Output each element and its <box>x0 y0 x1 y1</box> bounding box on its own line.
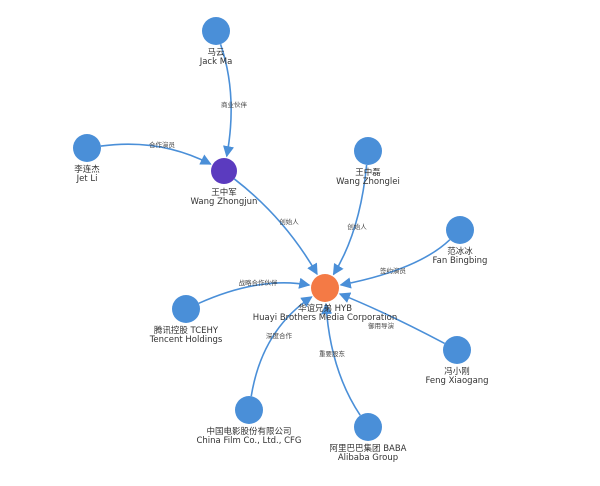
node-label-en: Tencent Holdings <box>149 335 223 345</box>
node-circle[interactable] <box>354 137 382 165</box>
node-circle[interactable] <box>172 295 200 323</box>
edge-cfg-to-huayi <box>250 296 313 397</box>
node-label-cn: 马云 <box>207 48 225 58</box>
edge-wangzj-to-huayi <box>233 178 318 276</box>
node-label-en: Huayi Brothers Media Corporation <box>253 313 397 323</box>
node-circle[interactable] <box>202 17 230 45</box>
node-label-cn: 中国电影股份有限公司 <box>206 426 291 437</box>
node-label-cn: 王中磊 <box>355 167 381 178</box>
node-label-en: Wang Zhongjun <box>191 197 258 207</box>
node-circle[interactable] <box>235 396 263 424</box>
edge-label: 深度合作 <box>266 331 293 340</box>
node-label-en: Jack Ma <box>199 57 233 67</box>
node-label-en: Wang Zhonglei <box>336 177 400 187</box>
node-label-cn: 阿里巴巴集团 BABA <box>330 443 407 454</box>
edge-alibaba-to-huayi <box>320 302 361 416</box>
edge-label: 创始人 <box>279 217 299 226</box>
edge-fanbb-to-huayi <box>339 239 451 289</box>
edge-wangzl-to-huayi <box>332 164 368 276</box>
node-label-cn: 王中军 <box>211 187 237 198</box>
node-circle[interactable] <box>354 413 382 441</box>
node-label-en: Fan Bingbing <box>433 256 488 266</box>
node-label-cn: 冯小刚 <box>444 366 470 377</box>
edge-label: 重要股东 <box>319 349 346 358</box>
node-circle[interactable] <box>446 216 474 244</box>
edge-label: 战略合作伙伴 <box>239 278 279 287</box>
edges-layer <box>100 43 451 416</box>
edge-label: 合作演员 <box>149 140 176 149</box>
node-label-cn: 李连杰 <box>74 164 100 175</box>
edge-tencent-to-huayi <box>198 277 311 305</box>
node-circle[interactable] <box>73 134 101 162</box>
node-label-en: Feng Xiaogang <box>425 376 488 386</box>
node-label-cn: 华谊兄弟 HYB <box>298 303 352 314</box>
edge-jackma-to-wangzj <box>219 43 235 158</box>
edge-fengxg-to-huayi <box>338 292 445 345</box>
edge-jetli-to-wangzj <box>100 143 212 165</box>
edge-label: 签约演员 <box>380 266 407 275</box>
edge-label: 商业伙伴 <box>221 100 248 109</box>
node-label-en: China Film Co., Ltd., CFG <box>196 436 301 446</box>
node-circle[interactable] <box>311 274 339 302</box>
node-label-en: Alibaba Group <box>338 453 398 463</box>
node-label-cn: 腾讯控股 TCEHY <box>154 325 219 336</box>
node-label-en: Jet Li <box>76 174 98 184</box>
node-circle[interactable] <box>443 336 471 364</box>
node-circle[interactable] <box>211 158 237 184</box>
node-label-cn: 范冰冰 <box>447 246 473 257</box>
edge-label: 创始人 <box>347 222 367 231</box>
edge-label: 御用导演 <box>368 321 395 330</box>
